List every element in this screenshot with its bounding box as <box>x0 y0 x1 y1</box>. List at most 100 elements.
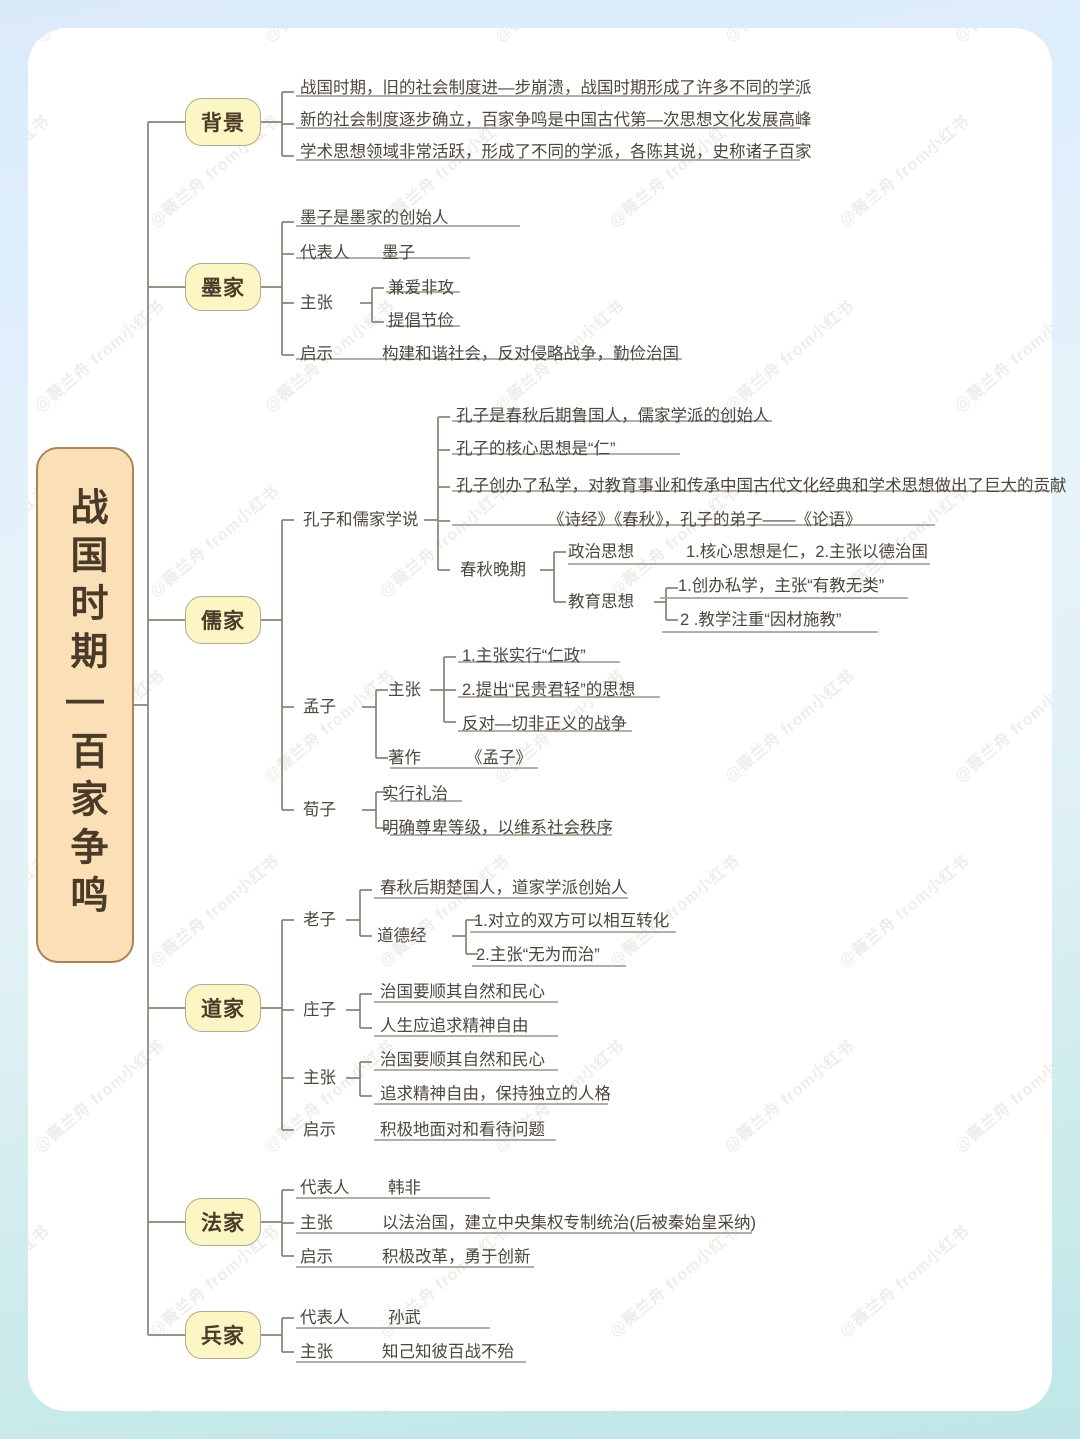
watermark-text: @薇兰舟 from小红书 <box>488 1403 629 1411</box>
zhuangzi-item-1: 人生应追求精神自由 <box>380 1017 529 1035</box>
fajia-row2-key: 启示 <box>300 1248 333 1266</box>
branch-label-fajia: 法家 <box>201 1212 245 1235</box>
rujia-mengzi-key: 孟子 <box>303 698 336 716</box>
root-node[interactable]: 战国时期—百家争鸣 <box>36 447 134 963</box>
mengzi-row0-value-0: 1.主张实行“仁政” <box>462 647 586 665</box>
daojia-zhuzhang-key: 主张 <box>303 1069 336 1087</box>
branch-label-rujia: 儒家 <box>201 610 245 633</box>
watermark-text: @薇兰舟 from小红书 <box>606 852 744 971</box>
beijing-item-1: 新的社会制度逐步确立，百家争鸣是中国古代第—次思想文化发展高峰 <box>300 111 812 129</box>
mojia-row0-key: 代表人 <box>300 244 350 262</box>
watermark-text: @薇兰舟 from小红书 <box>606 1222 744 1341</box>
daojia-qishi-key: 启示 <box>303 1121 336 1139</box>
watermark-text: @薇兰舟 from小红书 <box>951 667 1052 786</box>
rujia-zhengzhi-key: 政治思想 <box>568 543 634 561</box>
mengzi-row1-value: 《孟子》 <box>466 749 532 767</box>
rujia-chunqiu-key: 春秋晚期 <box>460 561 526 579</box>
watermark-text: @薇兰舟 from小红书 <box>836 852 974 971</box>
branch-node-rujia[interactable]: 儒家 <box>185 596 261 644</box>
watermark-text: @薇兰舟 from小红书 <box>31 297 169 416</box>
mengzi-row0-key: 主张 <box>388 681 421 699</box>
watermark-text: @薇兰舟 from小红书 <box>31 1037 169 1156</box>
watermark-text: @薇兰舟 from小红书 <box>146 852 284 971</box>
watermark-text: @薇兰舟 from小红书 <box>718 1403 859 1411</box>
watermark-text: @薇兰舟 from小红书 <box>146 482 284 601</box>
daojia-zhuangzi-key: 庄子 <box>303 1001 336 1019</box>
branch-node-bingjia[interactable]: 兵家 <box>185 1311 261 1359</box>
xiaohongshu-badge: 小红书 <box>974 1339 1052 1367</box>
watermark-text: @薇兰舟 from小红书 <box>258 1403 399 1411</box>
bingjia-row1-key: 主张 <box>300 1343 333 1361</box>
watermark-text: @薇兰舟 from小红书 <box>951 297 1052 416</box>
watermark-text: @薇兰舟 from小红书 <box>948 1403 1052 1411</box>
rujia-xunzi-key: 荀子 <box>303 801 336 819</box>
fajia-row1-value: 以法治国，建立中央集权专制统治(后被秦始皇采纳) <box>382 1214 756 1232</box>
branch-node-daojia[interactable]: 道家 <box>185 984 261 1032</box>
rujia-zhengzhi-value: 1.核心思想是仁，2.主张以德治国 <box>686 543 929 561</box>
xunzi-item-1: 明确尊卑等级，以维系社会秩序 <box>382 819 613 837</box>
watermark-text: @薇兰舟 from小红书 <box>836 112 974 231</box>
branch-label-daojia: 道家 <box>201 998 245 1021</box>
branch-label-mojia: 墨家 <box>201 277 245 300</box>
zhuangzi-item-0: 治国要顺其自然和民心 <box>380 983 545 1001</box>
bingjia-row1-value: 知己知彼百战不殆 <box>382 1343 514 1361</box>
bingjia-row0-key: 代表人 <box>300 1309 350 1327</box>
xunzi-item-0: 实行礼治 <box>382 785 448 803</box>
mojia-lead: 墨子是墨家的创始人 <box>300 209 449 227</box>
watermark-text: @薇兰舟 from小红书 <box>488 28 629 46</box>
watermark-text: @薇兰舟 from小红书 <box>721 1037 859 1156</box>
watermark-text: @薇兰舟 from小红书 <box>28 1222 54 1340</box>
watermark-text: @薇兰舟 from小红书 <box>28 1403 169 1411</box>
mojia-row2-value: 构建和谐社会，反对侵略战争，勤俭治国 <box>382 345 679 363</box>
laozi-dao-key: 道德经 <box>377 927 427 945</box>
branch-label-bingjia: 兵家 <box>201 1325 245 1348</box>
watermark-text: @薇兰舟 from小红书 <box>28 28 169 46</box>
laozi-item-0: 春秋后期楚国人，道家学派创始人 <box>380 879 628 897</box>
daojia-laozi-key: 老子 <box>303 911 336 929</box>
rujia-jiaoyu-value-1: 2 .教学注重“因材施教” <box>680 611 842 629</box>
bingjia-row0-value: 孙武 <box>388 1309 421 1327</box>
mojia-row1-value-1: 提倡节俭 <box>388 312 454 330</box>
watermark-text: @薇兰舟 from小红书 <box>28 112 54 230</box>
rujia-group0-key: 孔子和儒家学说 <box>303 511 419 529</box>
rujia-jiaoyu-value-0: 1.创办私学，主张“有教无类” <box>678 577 885 595</box>
mojia-row1-value-0: 兼爱非攻 <box>388 279 454 297</box>
mojia-row2-key: 启示 <box>300 345 333 363</box>
mindmap-card: @薇兰舟 from小红书 @薇兰舟 from小红书 @薇兰舟 from小红书 @薇兰舟… <box>28 28 1052 1411</box>
branch-label-beijing: 背景 <box>201 112 245 135</box>
daojia-qishi-value: 积极地面对和看待问题 <box>380 1121 545 1139</box>
watermark-text: @薇兰舟 from小红书 <box>718 28 859 46</box>
fajia-row2-value: 积极改革，勇于创新 <box>382 1248 531 1266</box>
watermark-text: @薇兰舟 from小红书 <box>836 1222 974 1341</box>
xiaohongshu-account-id: 小红书号：5401665207 <box>835 1381 1044 1402</box>
branch-node-fajia[interactable]: 法家 <box>185 1198 261 1246</box>
rujia-jiaoyu-key: 教育思想 <box>568 593 634 611</box>
branch-node-mojia[interactable]: 墨家 <box>185 263 261 311</box>
root-label: 战国时期—百家争鸣 <box>64 487 106 923</box>
beijing-item-0: 战国时期，旧的社会制度进—步崩溃，战国时期形成了许多不同的学派 <box>300 79 812 97</box>
beijing-item-2: 学术思想领域非常活跃，形成了不同的学派，各陈其说，史称诸子百家 <box>300 143 812 161</box>
fajia-row1-key: 主张 <box>300 1214 333 1232</box>
rujia-kongzi-item-2: 孔子创办了私学，对教育事业和传承中国古代文化经典和学术思想做出了巨大的贡献 <box>456 477 1067 495</box>
mengzi-row1-key: 著作 <box>388 749 421 767</box>
mengzi-row0-value-2: 反对—切非正义的战争 <box>462 715 627 733</box>
fajia-row0-key: 代表人 <box>300 1179 350 1197</box>
watermark-text: @薇兰舟 from小红书 <box>948 28 1052 46</box>
rujia-kongzi-item-1: 孔子的核心思想是“仁” <box>456 440 616 458</box>
laozi-dao-value-1: 2.主张“无为而治” <box>476 946 600 964</box>
laozi-dao-value-0: 1.对立的双方可以相互转化 <box>474 912 670 930</box>
mengzi-row0-value-1: 2.提出“民贵君轻”的思想 <box>462 681 636 699</box>
branch-node-beijing[interactable]: 背景 <box>185 98 261 146</box>
watermark-text: @薇兰舟 from小红书 <box>721 667 859 786</box>
daojia-zhuzhang-item-0: 治国要顺其自然和民心 <box>380 1051 545 1069</box>
daojia-zhuzhang-item-1: 追求精神自由，保持独立的人格 <box>380 1085 611 1103</box>
watermark-text: @薇兰舟 from小红书 <box>951 1037 1052 1156</box>
rujia-kongzi-item-3: 《诗经》《春秋》，孔子的弟子——《论语》 <box>548 511 862 529</box>
watermark-text: @薇兰舟 from小红书 <box>721 297 859 416</box>
fajia-row0-value: 韩非 <box>388 1179 421 1197</box>
watermark-text: @薇兰舟 from小红书 <box>376 482 514 601</box>
watermark-text: @薇兰舟 from小红书 <box>258 28 399 46</box>
mojia-row0-value: 墨子 <box>382 244 415 262</box>
watermark-text: @薇兰舟 from小红书 <box>261 667 399 786</box>
rujia-kongzi-item-0: 孔子是春秋后期鲁国人，儒家学派的创始人 <box>456 407 770 425</box>
